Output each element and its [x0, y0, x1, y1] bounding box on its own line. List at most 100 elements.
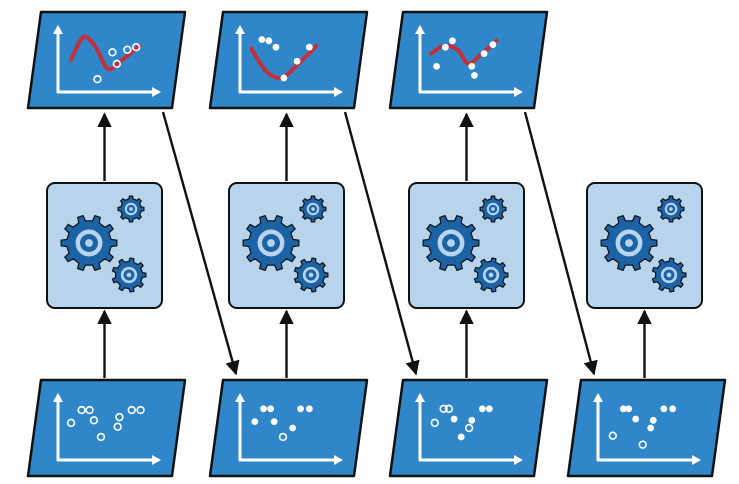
data-point [305, 405, 313, 413]
data-point [444, 404, 454, 413]
data-point [489, 41, 497, 49]
data-point [136, 405, 145, 415]
gear-hole [447, 239, 455, 247]
y-axis-arrowhead [235, 25, 245, 34]
data-point [649, 416, 657, 424]
gear-cluster-icon [60, 195, 147, 293]
data-point [449, 37, 456, 45]
data-point [258, 36, 266, 43]
data-point [457, 433, 465, 441]
data-point [260, 405, 267, 413]
data-point [305, 43, 313, 51]
fitted-curve-icon [69, 34, 142, 72]
data-point [468, 63, 476, 70]
output-plot-stage-2 [208, 10, 369, 110]
x-axis-arrowhead [334, 455, 343, 465]
data-point [660, 405, 668, 413]
gear-hole [488, 272, 494, 278]
gear-cluster-icon [422, 195, 509, 293]
data-point [272, 43, 280, 51]
data-point [433, 63, 440, 70]
x-axis-arrowhead [692, 455, 701, 465]
data-point [77, 405, 86, 415]
plot-card-background [26, 10, 187, 110]
output-plot-stage-3 [388, 10, 549, 110]
gear-hole [129, 207, 133, 211]
y-axis-arrowhead [415, 393, 425, 402]
plot-card-background [388, 10, 549, 110]
data-point [439, 404, 448, 413]
y-axis-arrowhead [235, 393, 245, 402]
data-point [608, 431, 617, 440]
data-point [450, 415, 458, 423]
card-layer [26, 10, 727, 478]
arrow-feedback-3-to-4 [523, 111, 598, 376]
data-point [471, 71, 478, 79]
data-point [647, 424, 655, 432]
data-point [280, 74, 288, 82]
gear-hole [85, 239, 93, 247]
input-plot-stage-1 [26, 378, 187, 478]
plot-card-background [208, 10, 369, 110]
gear-cluster-icon [242, 195, 329, 293]
data-point [293, 57, 301, 65]
y-axis-arrowhead [53, 393, 63, 402]
model-box-stage-3 [408, 182, 525, 309]
arrow-feedback-1-to-2 [161, 111, 240, 376]
plot-card-background [26, 378, 187, 478]
gear-hole [669, 207, 673, 211]
model-box-stage-4 [586, 182, 703, 309]
gear-hole [126, 272, 132, 278]
model-box-stage-1 [46, 182, 163, 309]
data-point [115, 412, 124, 422]
data-point [93, 74, 102, 84]
data-point [127, 405, 136, 415]
data-point [89, 416, 99, 425]
gear-hole [308, 272, 314, 278]
data-point [66, 418, 76, 428]
y-axis-arrowhead [415, 25, 425, 34]
arrow-layer [97, 111, 652, 378]
input-plot-stage-2 [208, 378, 369, 478]
plot-card-background [566, 378, 727, 478]
data-point [267, 405, 275, 413]
data-point [96, 432, 106, 442]
gear-hole [625, 239, 633, 247]
data-point [113, 422, 122, 431]
data-point [485, 405, 493, 413]
data-point [297, 405, 304, 413]
data-point [131, 42, 141, 52]
data-point [625, 405, 633, 413]
gear-hole [311, 207, 315, 211]
x-axis-arrowhead [152, 87, 161, 97]
data-point [638, 440, 647, 449]
gear-cluster-icon [600, 195, 687, 293]
plot-card-background [388, 378, 549, 478]
x-axis-arrowhead [514, 455, 523, 465]
gear-hole [666, 272, 672, 278]
x-axis-arrowhead [334, 87, 343, 97]
data-point [669, 405, 677, 413]
gear-hole [491, 207, 495, 211]
data-point [464, 423, 474, 433]
data-point [632, 415, 640, 423]
data-point [430, 418, 439, 428]
y-axis-arrowhead [53, 25, 63, 34]
input-plot-stage-4 [566, 378, 727, 478]
gear-hole [267, 239, 275, 247]
data-point [112, 59, 122, 69]
input-plot-stage-3 [388, 378, 549, 478]
data-point [265, 37, 273, 45]
data-point [478, 405, 486, 413]
data-point [108, 48, 117, 57]
plot-card-background [208, 378, 369, 478]
x-axis-arrowhead [514, 87, 523, 97]
data-point [85, 405, 94, 415]
x-axis-arrowhead [152, 455, 161, 465]
data-point [123, 45, 132, 54]
data-point [270, 418, 278, 425]
y-axis-arrowhead [593, 393, 603, 402]
data-point [289, 424, 297, 432]
data-point [441, 43, 449, 51]
arrow-feedback-2-to-3 [343, 111, 420, 376]
